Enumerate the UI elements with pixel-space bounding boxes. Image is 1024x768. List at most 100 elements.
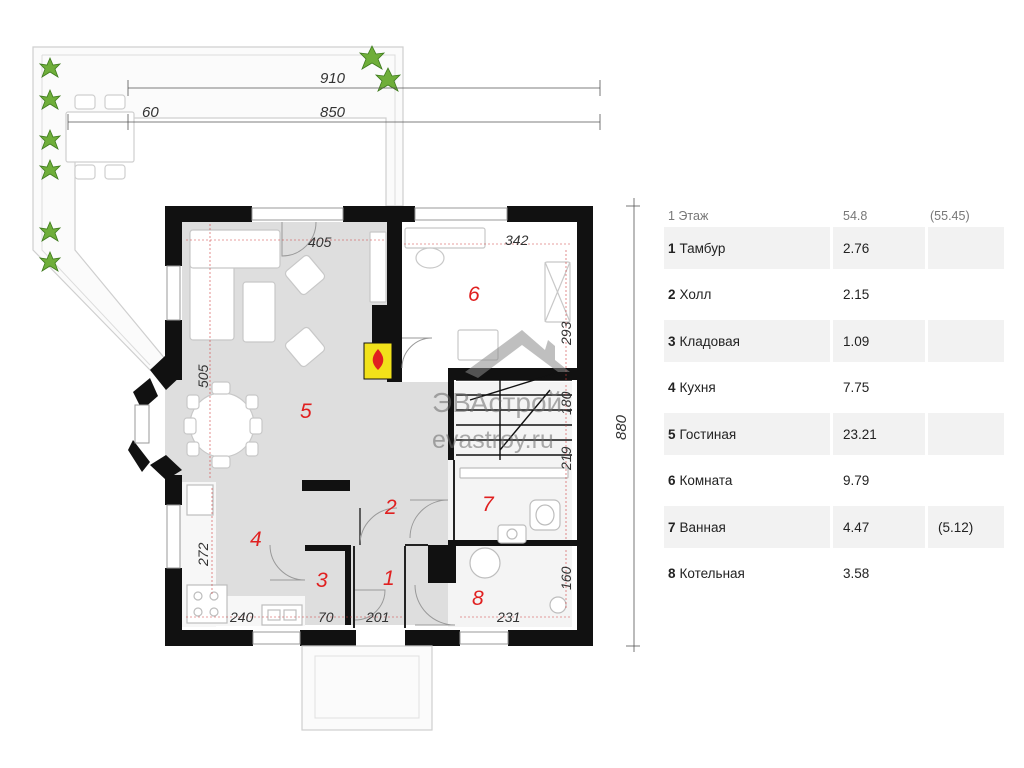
legend-room-label: Ванная xyxy=(679,519,726,535)
dim-terrace-offset: 60 xyxy=(142,104,159,121)
legend-room-area-alt xyxy=(928,460,1004,502)
legend-room-label: Гостиная xyxy=(679,426,737,442)
legend-room-area: 3.58 xyxy=(843,566,870,581)
legend-room-label: Котельная xyxy=(679,566,745,581)
floor-plan: 910 850 60 880 xyxy=(32,45,640,731)
right-dimension xyxy=(626,198,640,652)
dim-room6-depth: 293 xyxy=(558,321,574,346)
legend-header-label: 1 Этаж xyxy=(668,209,709,223)
legend-room-number: 1 xyxy=(668,240,676,256)
legend-room-label: Кладовая xyxy=(679,333,740,349)
plant-icon xyxy=(38,250,62,272)
dim-storage-width: 70 xyxy=(318,609,334,625)
plant-icon xyxy=(38,88,62,110)
dim-tambour-width: 201 xyxy=(365,609,389,625)
water-heater xyxy=(549,596,567,614)
flame-icon xyxy=(372,349,384,370)
dim-terrace-total: 910 xyxy=(320,70,346,87)
legend-room-number: 5 xyxy=(668,426,676,442)
dim-terrace-inner: 850 xyxy=(320,104,346,121)
entrance-porch xyxy=(301,645,433,731)
dim-boiler-depth: 160 xyxy=(558,566,574,590)
legend-room-number: 4 xyxy=(668,380,676,395)
windows xyxy=(134,207,509,645)
dim-kitchen-width: 240 xyxy=(229,609,254,625)
dim-stair-width: 180 xyxy=(558,391,574,415)
legend-room-number: 2 xyxy=(668,287,676,302)
house-logo-icon xyxy=(465,330,570,378)
legend-room-area: 23.21 xyxy=(833,413,925,455)
legend-header-area: 54.8 xyxy=(843,209,868,223)
room-number-1: 1 xyxy=(383,567,395,590)
room-number-4: 4 xyxy=(250,528,262,551)
legend-room-number: 6 xyxy=(668,473,676,488)
coffee-table xyxy=(242,281,276,343)
legend-room-number: 3 xyxy=(668,333,676,349)
legend-room-label: Комната xyxy=(679,473,733,488)
room-number-3: 3 xyxy=(316,569,328,592)
plant-icon xyxy=(38,220,62,242)
legend-room-area: 4.47 xyxy=(833,506,925,548)
room-number-7: 7 xyxy=(482,493,495,516)
plant-icons xyxy=(38,45,402,272)
boiler xyxy=(469,547,501,579)
dim-bath-depth: 219 xyxy=(558,446,574,471)
terrace-dining-set xyxy=(65,94,135,180)
legend-room-label: Холл xyxy=(679,287,712,302)
legend-header-area-alt: (55.45) xyxy=(930,209,970,223)
legend-room-area-alt xyxy=(928,320,1004,362)
legend-room-number: 7 xyxy=(668,519,676,535)
top-dimensions xyxy=(67,80,601,130)
dim-room6-width: 342 xyxy=(505,232,529,248)
exterior-walls xyxy=(128,206,593,646)
legend-room-area-alt xyxy=(928,367,1004,409)
plant-icon xyxy=(38,128,62,150)
terrace xyxy=(32,46,404,371)
plant-icon xyxy=(38,158,62,180)
interior-dimension-lines xyxy=(186,224,572,618)
kitchen-fixtures xyxy=(186,484,303,626)
legend-room-area: 2.15 xyxy=(843,287,870,302)
legend-room-area-alt xyxy=(928,413,1004,455)
legend-room-area-alt: (5.12) xyxy=(928,506,1004,548)
plant-icon xyxy=(38,56,62,78)
legend-room-area: 7.75 xyxy=(843,380,870,395)
dining-table xyxy=(189,392,255,458)
legend-room-area-alt xyxy=(928,227,1004,269)
room-number-6: 6 xyxy=(468,283,480,306)
watermark: ЭВАстрой evastroy.ru xyxy=(432,330,570,454)
legend-room-label: Кухня xyxy=(679,380,716,395)
dim-kitchen-depth: 272 xyxy=(195,542,211,567)
dim-living-width: 405 xyxy=(308,234,332,250)
fireplace xyxy=(363,342,393,380)
living-furniture xyxy=(183,229,387,469)
watermark-brand: ЭВАстрой xyxy=(432,387,562,418)
doors xyxy=(269,221,456,626)
bathroom-fixtures xyxy=(459,467,569,614)
stairs xyxy=(456,371,572,460)
dim-boiler-width: 231 xyxy=(496,609,520,625)
legend-room-area: 2.76 xyxy=(833,227,925,269)
legend-room-area-alt xyxy=(928,553,1004,595)
legend-room-area-alt xyxy=(928,274,1004,316)
legend-room-area: 9.79 xyxy=(843,473,870,488)
legend-room-area: 1.09 xyxy=(833,320,925,362)
dim-living-depth: 505 xyxy=(195,364,211,388)
room-number-2: 2 xyxy=(384,496,397,519)
